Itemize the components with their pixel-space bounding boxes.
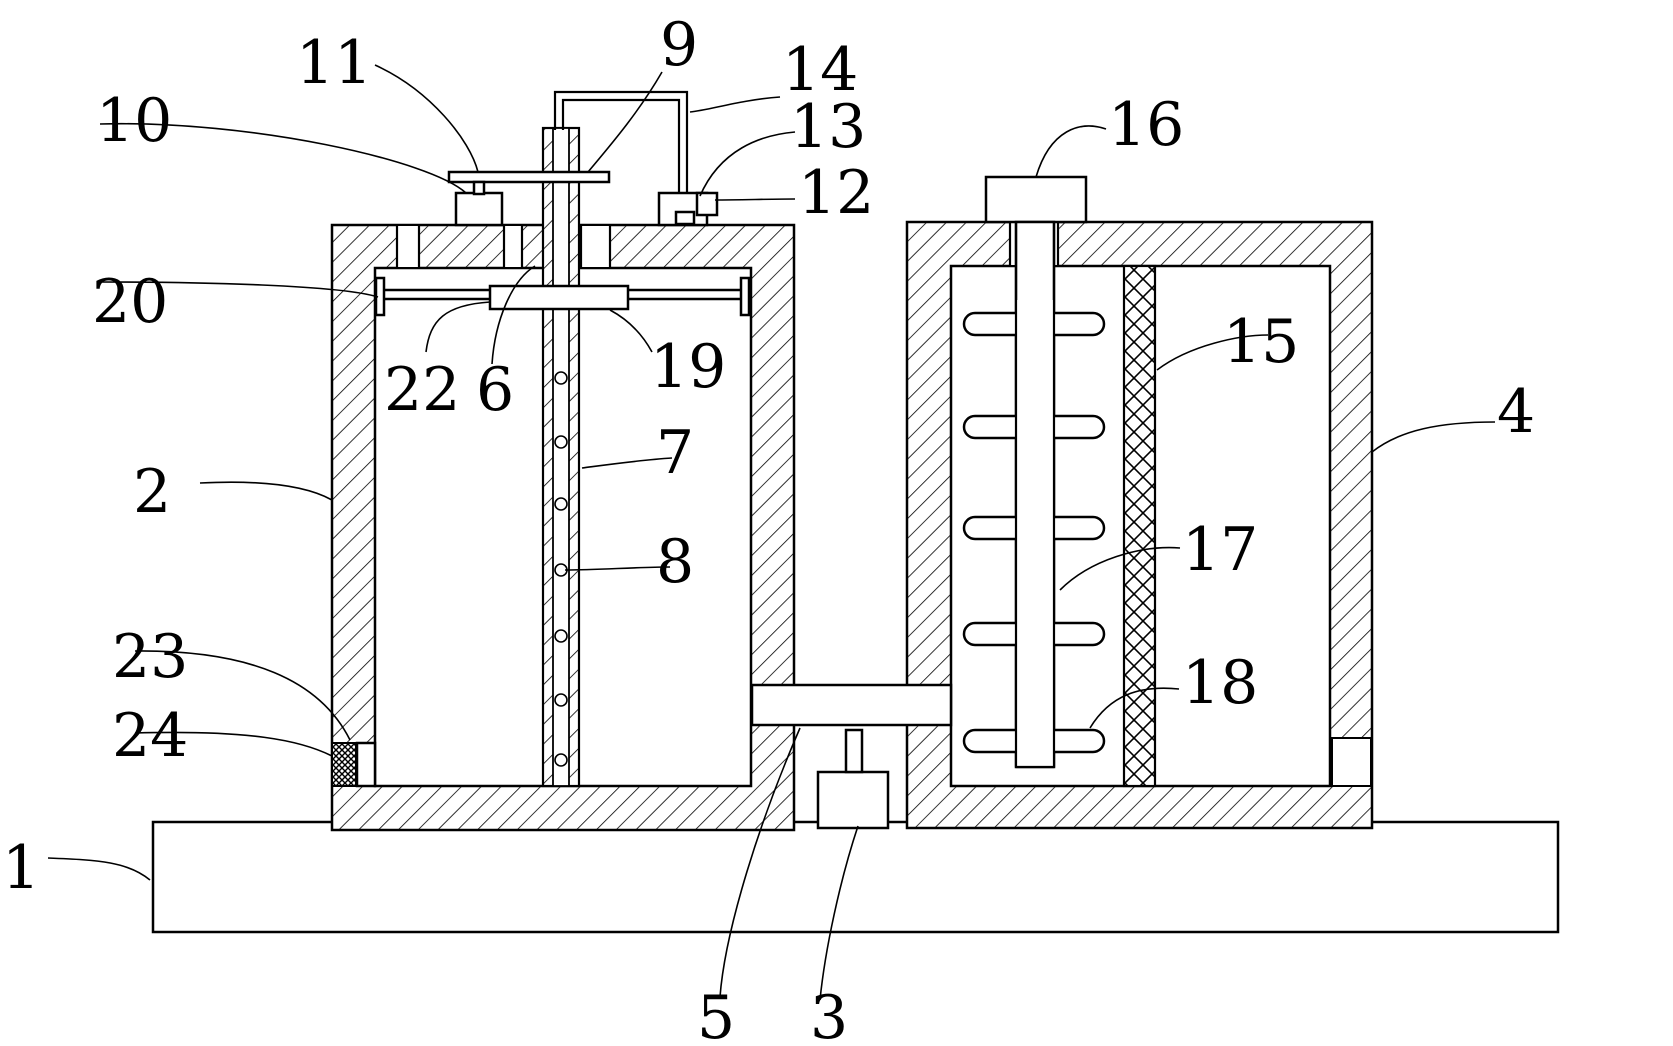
label-5: 5 [697, 983, 735, 1046]
stirring-motor [984, 175, 1088, 224]
label-12: 12 [798, 158, 874, 228]
right-slider [739, 276, 751, 317]
left-tank [330, 223, 796, 832]
label-10: 10 [96, 86, 172, 156]
label-22: 22 [384, 355, 460, 425]
label-6: 6 [476, 355, 514, 425]
connecting-pipe [750, 683, 953, 727]
label-11: 11 [296, 28, 372, 98]
label-9: 9 [660, 10, 698, 80]
label-16: 16 [1108, 90, 1184, 160]
label-18: 18 [1182, 648, 1258, 718]
label-1: 1 [2, 833, 40, 903]
label-24: 24 [112, 701, 188, 771]
stirring-blades [962, 222, 1106, 769]
central-pipe [541, 126, 581, 788]
large-gear [447, 170, 611, 184]
leader-lines [47, 64, 1496, 1001]
label-7: 7 [656, 418, 694, 488]
label-23: 23 [112, 622, 188, 692]
label-8: 8 [656, 527, 694, 597]
label-19: 19 [650, 332, 726, 402]
label-15: 15 [1223, 307, 1299, 377]
label-4: 4 [1497, 377, 1535, 447]
label-3: 3 [810, 983, 848, 1046]
label-13: 13 [790, 92, 866, 162]
label-2: 2 [133, 457, 171, 527]
filter-block [331, 742, 357, 787]
motor [454, 191, 504, 227]
label-17: 17 [1182, 515, 1258, 585]
water-pipe [553, 90, 689, 195]
filter-screen [1122, 264, 1157, 788]
label-20: 20 [92, 267, 168, 337]
collar [488, 284, 630, 311]
base-plate [151, 820, 1560, 934]
spray-holes [554, 371, 568, 767]
pump [816, 770, 890, 830]
label-14: 14 [782, 35, 858, 105]
